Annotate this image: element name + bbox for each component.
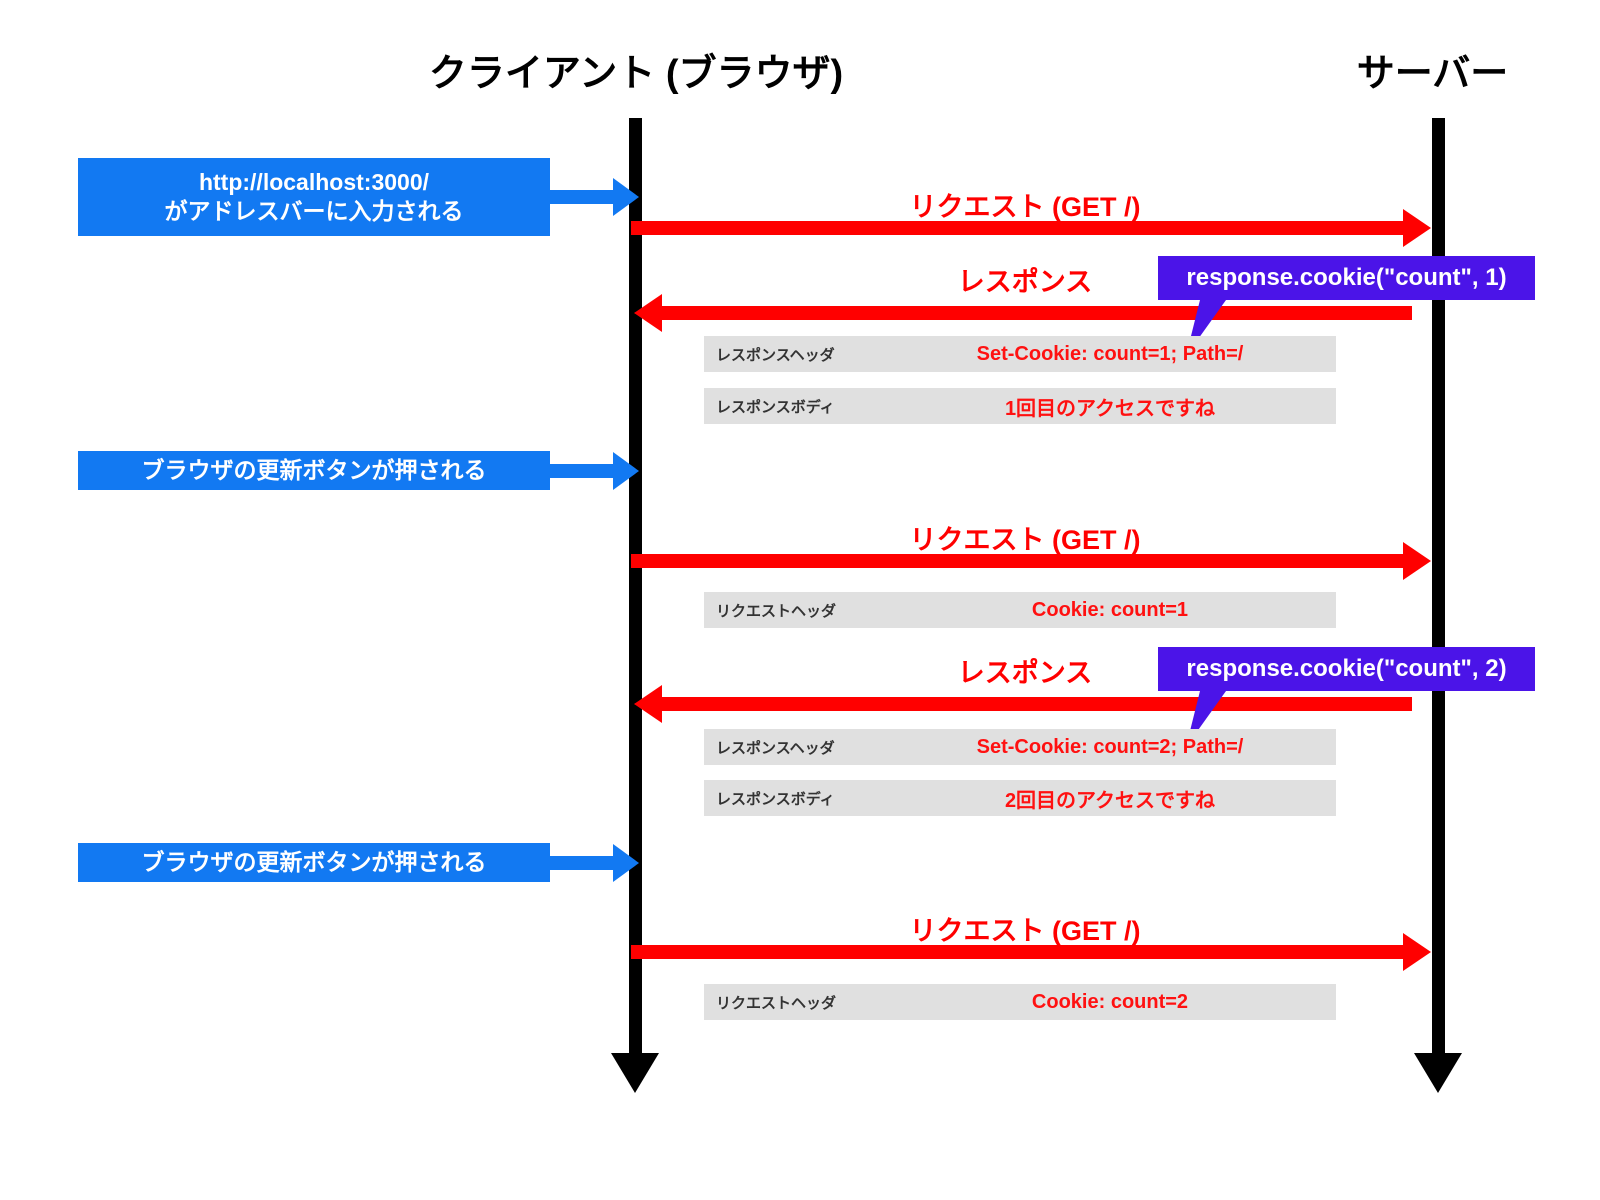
- message-label-request-3: リクエスト (GET /): [909, 916, 1141, 946]
- detail-row-resp-body-1: レスポンスボディ 1回目のアクセスですね: [704, 388, 1336, 424]
- lifeline-server: [1432, 118, 1445, 1063]
- detail-row-req-header-2: リクエストヘッダ Cookie: count=1: [704, 592, 1336, 628]
- detail-row-req-header-3-key: リクエストヘッダ: [716, 994, 837, 1012]
- event-box-reload-1[interactable]: ブラウザの更新ボタンが押される: [78, 451, 550, 490]
- detail-row-resp-body-2-value: 2回目のアクセスですね: [1004, 789, 1216, 812]
- detail-row-resp-header-2-value: Set-Cookie: count=2; Path=/: [976, 735, 1244, 758]
- message-arrow-response-2-shaft: [660, 697, 1412, 711]
- detail-row-resp-header-2-key: レスポンスヘッダ: [716, 739, 835, 757]
- event-arrow-reload-2-shaft: [550, 856, 620, 870]
- message-label-request-1: リクエスト (GET /): [909, 192, 1141, 222]
- message-label-response-1: レスポンス: [957, 267, 1093, 297]
- event-arrow-reload-1-shaft: [550, 464, 620, 478]
- message-arrow-request-2-head: [1403, 542, 1431, 580]
- event-arrow-url-entered-head: [613, 178, 639, 216]
- detail-row-resp-body-1-value: 1回目のアクセスですね: [1004, 397, 1216, 420]
- message-label-request-2: リクエスト (GET /): [909, 525, 1141, 555]
- event-box-url-entered-line2: がアドレスバーに入力される: [164, 198, 464, 224]
- detail-row-resp-body-2-key: レスポンスボディ: [716, 790, 835, 808]
- message-arrow-request-1-head: [1403, 209, 1431, 247]
- message-arrow-request-2-shaft: [631, 554, 1406, 568]
- callout-cookie-call-1-label: response.cookie("count", 1): [1186, 264, 1507, 291]
- event-box-reload-2-line1: ブラウザの更新ボタンが押される: [141, 848, 487, 875]
- event-box-url-entered-line1: http://localhost:3000/: [198, 168, 430, 195]
- message-arrow-request-3-shaft: [631, 945, 1406, 959]
- detail-row-resp-header-2: レスポンスヘッダ Set-Cookie: count=2; Path=/: [704, 729, 1336, 765]
- event-box-reload-1-line1: ブラウザの更新ボタンが押される: [141, 456, 487, 483]
- message-arrow-response-1-shaft: [660, 306, 1412, 320]
- callout-cookie-call-1: response.cookie("count", 1): [1158, 256, 1535, 300]
- message-arrow-request-1-shaft: [631, 221, 1406, 235]
- message-arrow-response-1-head: [634, 294, 662, 332]
- lifeline-server-arrowhead: [1414, 1053, 1462, 1093]
- detail-row-req-header-3-value: Cookie: count=2: [1031, 990, 1189, 1013]
- event-arrow-reload-1-head: [613, 452, 639, 490]
- actor-label-server: サーバー: [1356, 53, 1509, 95]
- detail-row-resp-header-1-value: Set-Cookie: count=1; Path=/: [976, 342, 1244, 365]
- callout-cookie-call-2: response.cookie("count", 2): [1158, 647, 1535, 691]
- event-arrow-reload-2-head: [613, 844, 639, 882]
- callout-cookie-call-2-label: response.cookie("count", 2): [1186, 655, 1507, 682]
- event-box-url-entered[interactable]: http://localhost:3000/ がアドレスバーに入力される: [78, 158, 550, 236]
- lifeline-client: [629, 118, 642, 1063]
- actor-label-client: クライアント (ブラウザ): [428, 53, 844, 95]
- detail-row-req-header-2-value: Cookie: count=1: [1031, 598, 1189, 621]
- detail-row-req-header-2-key: リクエストヘッダ: [716, 602, 837, 620]
- message-label-response-2: レスポンス: [957, 658, 1093, 688]
- event-arrow-url-entered-shaft: [550, 190, 620, 204]
- detail-row-req-header-3: リクエストヘッダ Cookie: count=2: [704, 984, 1336, 1020]
- event-box-reload-2[interactable]: ブラウザの更新ボタンが押される: [78, 843, 550, 882]
- detail-row-resp-header-1-key: レスポンスヘッダ: [716, 346, 835, 364]
- message-arrow-response-2-head: [634, 685, 662, 723]
- detail-row-resp-header-1: レスポンスヘッダ Set-Cookie: count=1; Path=/: [704, 336, 1336, 372]
- message-arrow-request-3-head: [1403, 933, 1431, 971]
- lifeline-client-arrowhead: [611, 1053, 659, 1093]
- detail-row-resp-body-1-key: レスポンスボディ: [716, 398, 835, 416]
- detail-row-resp-body-2: レスポンスボディ 2回目のアクセスですね: [704, 780, 1336, 816]
